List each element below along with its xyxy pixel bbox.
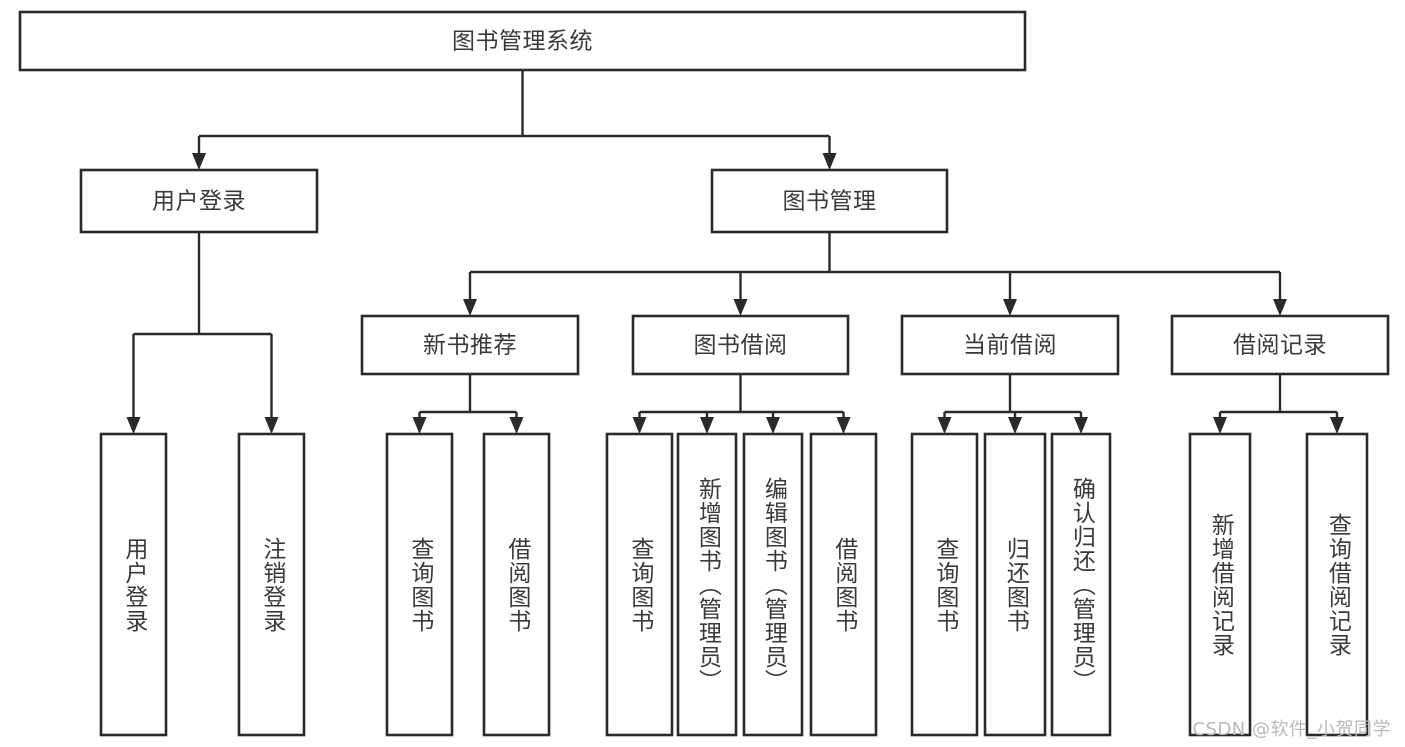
arrow-head-icon bbox=[1213, 417, 1227, 434]
node-leaf-add-book[interactable] bbox=[676, 432, 738, 737]
node-leaf-logout-login[interactable] bbox=[237, 432, 306, 737]
arrow-head-icon bbox=[463, 299, 477, 316]
arrow-head-icon bbox=[766, 417, 780, 434]
node-leaf-query-record[interactable] bbox=[1305, 432, 1369, 737]
node-leaf-add-record[interactable] bbox=[1188, 432, 1252, 737]
arrow-head-icon bbox=[412, 417, 427, 434]
node-new-book-recommend-label: 新书推荐 bbox=[423, 333, 517, 359]
node-root[interactable] bbox=[18, 10, 1027, 72]
node-leaf-borrow-book-1[interactable] bbox=[482, 432, 551, 737]
node-user-login[interactable] bbox=[79, 168, 319, 234]
node-leaf-query-book-3[interactable] bbox=[910, 432, 979, 737]
arrow-head-icon bbox=[632, 417, 647, 434]
node-root-label: 图书管理系统 bbox=[452, 29, 593, 55]
arrow-head-icon bbox=[1330, 417, 1344, 434]
arrow-head-icon bbox=[1008, 417, 1022, 434]
arrow-head-icon bbox=[126, 417, 141, 434]
arrow-head-icon bbox=[509, 417, 524, 434]
node-book-borrow-label: 图书借阅 bbox=[694, 333, 788, 359]
arrow-head-icon bbox=[700, 417, 714, 434]
node-current-borrow[interactable] bbox=[900, 314, 1120, 376]
arrow-head-icon bbox=[1273, 299, 1287, 316]
watermark: CSDN @软件_小贺同学 bbox=[1192, 719, 1391, 740]
node-leaf-return-book[interactable] bbox=[983, 432, 1047, 737]
node-book-manage[interactable] bbox=[710, 168, 949, 234]
arrow-head-icon bbox=[1003, 299, 1017, 316]
node-leaf-query-book-2[interactable] bbox=[605, 432, 674, 737]
node-leaf-edit-book[interactable] bbox=[742, 432, 804, 737]
node-leaf-user-login[interactable] bbox=[99, 432, 168, 737]
node-new-book-recommend[interactable] bbox=[360, 314, 580, 376]
arrow-head-icon bbox=[836, 417, 851, 434]
node-book-borrow[interactable] bbox=[631, 314, 850, 376]
node-leaf-confirm-return[interactable] bbox=[1050, 432, 1112, 737]
node-borrow-record-label: 借阅记录 bbox=[1233, 333, 1327, 359]
arrow-head-icon bbox=[733, 299, 748, 316]
node-current-borrow-label: 当前借阅 bbox=[963, 333, 1057, 359]
arrow-head-icon bbox=[1074, 417, 1088, 434]
connector-layer bbox=[126, 70, 1344, 434]
arrow-head-icon bbox=[264, 417, 279, 434]
node-book-manage-label: 图书管理 bbox=[783, 189, 877, 215]
node-leaf-borrow-book-2[interactable] bbox=[809, 432, 878, 737]
node-leaf-query-book-1[interactable] bbox=[385, 432, 454, 737]
node-user-login-label: 用户登录 bbox=[152, 189, 246, 215]
node-box-layer bbox=[18, 10, 1390, 737]
arrow-head-icon bbox=[937, 417, 952, 434]
node-borrow-record[interactable] bbox=[1170, 314, 1390, 376]
arrow-head-icon bbox=[192, 153, 206, 170]
arrow-head-icon bbox=[822, 153, 837, 170]
